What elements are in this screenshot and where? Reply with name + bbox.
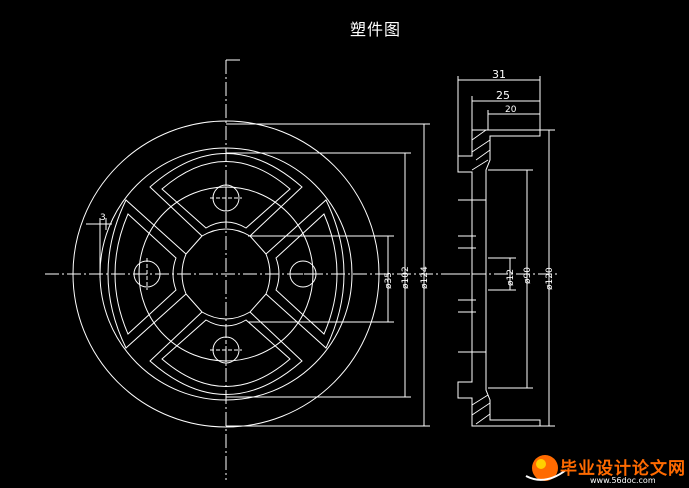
hatch (471, 129, 491, 425)
side-view: 31 25 20 ø12 ø9 (450, 68, 560, 427)
dim-d12-label: ø12 (506, 269, 516, 286)
dim-31-label: 31 (492, 68, 506, 81)
hub-edge (249, 293, 267, 313)
dim-25-label: 25 (496, 89, 510, 102)
sector-top-outer (149, 153, 303, 237)
hub-edge (185, 293, 203, 313)
sector-bottom-inner (161, 319, 291, 387)
outer-circle (72, 120, 380, 428)
dim-d124-label: ø124 (420, 266, 430, 289)
front-view: 3 ø35 ø102 ø124 (45, 59, 470, 480)
watermark-text: 毕业设计论文网 (560, 459, 686, 479)
hub-edge (249, 235, 267, 255)
drawing-title: 塑件图 (350, 20, 402, 39)
sector-right-outer (265, 199, 345, 349)
dim-d102-label: ø102 (401, 266, 411, 289)
dim-20-label: 20 (505, 105, 517, 115)
watermark-logo-icon (525, 455, 567, 481)
sector-bottom-outer (149, 311, 303, 395)
watermark-url: www.56doc.com (590, 476, 656, 485)
dim-d120-label: ø120 (545, 267, 555, 290)
sector-right-inner (275, 213, 338, 335)
dim-d90-label: ø90 (523, 267, 533, 284)
sector-top-inner (161, 161, 291, 229)
hub-edge (185, 235, 203, 255)
sector-left-outer (107, 199, 187, 349)
dim-d35-label: ø35 (384, 272, 394, 289)
sector-left-inner (114, 213, 177, 335)
dim-3-label: 3 (100, 213, 106, 223)
